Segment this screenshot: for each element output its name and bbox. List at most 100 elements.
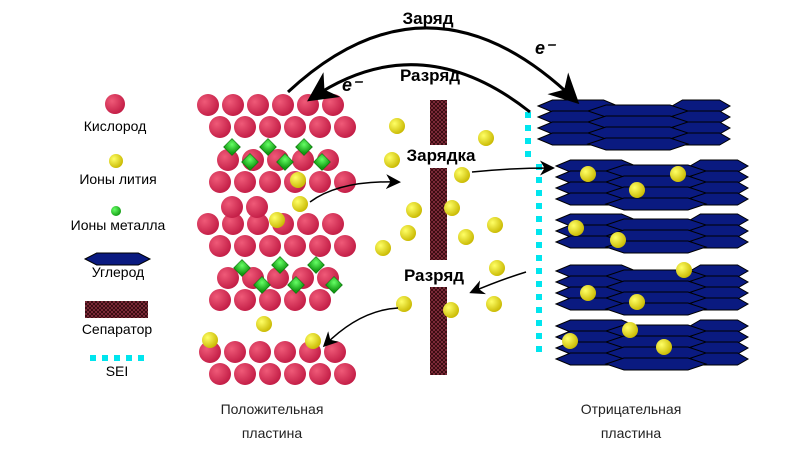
carbon-layer: [586, 137, 690, 151]
lithium-ion: [487, 217, 503, 233]
oxygen-atom: [246, 196, 268, 218]
sei-legend-dot: [126, 355, 132, 361]
lithium-ion: [670, 166, 686, 182]
oxygen-atom: [249, 341, 271, 363]
lithium-ion: [610, 232, 626, 248]
positive-plate-line2: пластина: [241, 425, 303, 441]
oxygen-atom: [199, 341, 221, 363]
oxygen-atom: [274, 341, 296, 363]
oxygen-atom: [209, 171, 231, 193]
positive-plate-label: Положительная пластина: [221, 397, 324, 445]
carbon-layer: [604, 335, 708, 349]
separator-segment: [430, 287, 447, 375]
oxygen-atom: [309, 171, 331, 193]
metal-ion: [287, 276, 305, 294]
oxygen-atom: [324, 341, 346, 363]
lithium-ion: [443, 302, 459, 318]
oxygen-atom: [197, 213, 219, 235]
legend-carbon-label: Углерод: [91, 264, 145, 280]
lithium-ion: [629, 182, 645, 198]
oxygen-atom: [259, 289, 281, 311]
oxygen-atom: [222, 213, 244, 235]
lithium-ion: [406, 202, 422, 218]
sei-dot: [536, 177, 542, 183]
lithium-path-arrow: [469, 271, 527, 295]
oxygen-atom: [334, 363, 356, 385]
carbon-layer: [586, 115, 690, 129]
legend-oxygen-label: Кислород: [83, 118, 147, 134]
lithium-ion: [486, 296, 502, 312]
carbon-layer: [586, 126, 690, 140]
sei-dot: [536, 229, 542, 235]
metal-ion: [295, 138, 313, 156]
metal-ion-legend: [111, 206, 121, 216]
oxygen-atom: [267, 267, 289, 289]
oxygen-atom: [247, 213, 269, 235]
metal-ion: [223, 138, 241, 156]
carbon-layer: [604, 357, 708, 371]
oxygen-atom: [309, 363, 331, 385]
separator-segment: [430, 100, 447, 145]
discharge-arrow: [307, 63, 531, 114]
sei-dot: [536, 164, 542, 170]
legend-lithium-label: Ионы лития: [79, 171, 157, 187]
separator-segment: [430, 168, 447, 260]
oxygen-atom: [217, 149, 239, 171]
sei-dot: [536, 203, 542, 209]
lithium-ion: [458, 229, 474, 245]
lithium-ion: [622, 322, 638, 338]
sei-dot: [525, 151, 531, 157]
oxygen-atom: [284, 116, 306, 138]
oxygen-atom: [259, 116, 281, 138]
sei-dot: [525, 112, 531, 118]
carbon-layer: [604, 175, 708, 189]
legend-separator-label: Сепаратор: [81, 321, 153, 337]
oxygen-atom: [209, 116, 231, 138]
discharge-label: Разряд: [399, 66, 461, 85]
negative-plate-line2: пластина: [600, 425, 662, 441]
oxygen-atom: [197, 94, 219, 116]
oxygen-atom: [309, 289, 331, 311]
legend-metal-label: Ионы металла: [70, 217, 166, 233]
lithium-ion: [676, 262, 692, 278]
metal-ion: [241, 153, 259, 171]
sei-dot: [536, 307, 542, 313]
oxygen-atom: [224, 341, 246, 363]
sei-dot: [536, 190, 542, 196]
lithium-ion: [256, 316, 272, 332]
oxygen-atom: [259, 171, 281, 193]
sei-dot: [536, 255, 542, 261]
carbon-layer: [604, 197, 708, 211]
carbon-layer: [604, 291, 708, 305]
oxygen-atom: [209, 235, 231, 257]
lithium-ion: [305, 333, 321, 349]
sei-dot: [536, 242, 542, 248]
lithium-ion: [269, 212, 285, 228]
oxygen-atom: [221, 196, 243, 218]
sei-legend-dot: [90, 355, 96, 361]
oxygen-atom: [322, 94, 344, 116]
sei-dot: [525, 125, 531, 131]
lithium-ion: [389, 118, 405, 134]
metal-ion: [233, 259, 251, 277]
carbon-legend: [83, 252, 152, 266]
lithium-ion: [568, 220, 584, 236]
oxygen-atom: [334, 116, 356, 138]
discharge-label: Разряд: [403, 266, 465, 285]
sei-dot: [525, 138, 531, 144]
oxygen-atom: [272, 94, 294, 116]
oxygen-atom: [222, 94, 244, 116]
lithium-path-arrow: [471, 160, 555, 176]
lithium-ion: [202, 332, 218, 348]
positive-plate-line1: Положительная: [220, 401, 324, 417]
oxygen-atom: [284, 363, 306, 385]
oxygen-atom: [234, 171, 256, 193]
oxygen-atom: [217, 267, 239, 289]
carbon-layer: [604, 280, 708, 294]
metal-ion: [253, 276, 271, 294]
lithium-ion: [292, 196, 308, 212]
sei-legend-dot: [114, 355, 120, 361]
lithium-path-arrow: [309, 174, 401, 203]
